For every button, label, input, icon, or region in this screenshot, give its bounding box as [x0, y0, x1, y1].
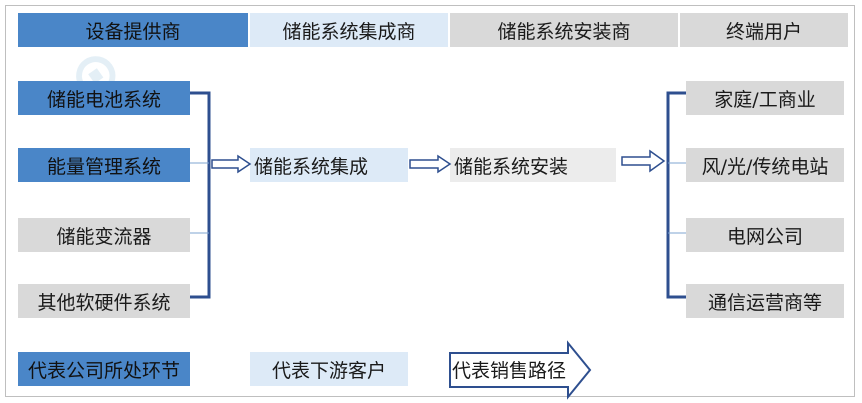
end-user-power-stations: 风/光/传统电站 [686, 148, 844, 182]
arrow-to-integration [211, 154, 252, 174]
legend-path-label: 代表销售路径 [452, 359, 567, 382]
legend-path-arrow [449, 340, 592, 400]
end-user-grid-company: 电网公司 [686, 218, 844, 252]
arrow-to-end-users [621, 149, 666, 173]
installation-box: 储能系统安装 [450, 148, 616, 182]
supplier-other-systems: 其他软硬件系统 [18, 284, 190, 318]
supplier-converter: 储能变流器 [18, 218, 190, 252]
supplier-battery-system: 储能电池系统 [18, 81, 190, 115]
left-bracket [190, 91, 211, 299]
legend-company-swatch: 代表公司所处环节 [18, 352, 190, 386]
arrow-to-installation [409, 154, 452, 174]
right-bracket [666, 91, 686, 299]
end-user-telecom: 通信运营商等 [686, 284, 844, 318]
header-end-user: 终端用户 [680, 13, 848, 47]
supplier-energy-management: 能量管理系统 [18, 148, 190, 182]
header-system-integrator: 储能系统集成商 [250, 13, 448, 47]
header-equipment-supplier: 设备提供商 [18, 13, 248, 47]
header-system-installer: 储能系统安装商 [450, 13, 678, 47]
end-user-home-commercial: 家庭/工商业 [686, 81, 844, 115]
integration-box: 储能系统集成 [250, 148, 408, 182]
legend-downstream-swatch: 代表下游客户 [250, 352, 408, 386]
diagram-frame [5, 5, 855, 397]
